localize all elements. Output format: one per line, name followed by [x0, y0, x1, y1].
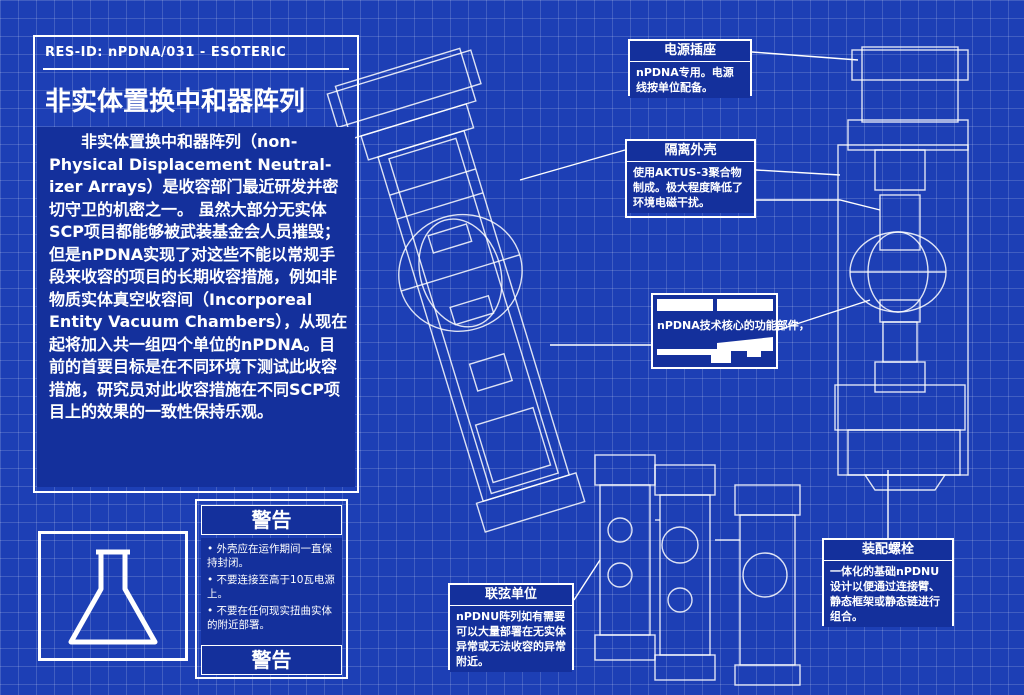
- callout-body: nPDNA专用。电源线按单位配备。: [630, 62, 750, 98]
- res-id-label: RES-ID: nPDNA/031 - ESOTERIC: [45, 45, 287, 60]
- callout-isolation-shell: 隔离外壳 使用AKTUS-3聚合物制成。极大程度降低了环境电磁干扰。: [625, 139, 756, 218]
- warning-item: • 外壳应在运作期间一直保持封闭。: [207, 543, 333, 569]
- warning-panel: 警告 • 外壳应在运作期间一直保持封闭。 • 不要连接至高于10瓦电源上。 • …: [195, 499, 348, 679]
- description-body: 非实体置换中和器阵列（non-Physical Displacement Neu…: [37, 127, 355, 487]
- description-text: 非实体置换中和器阵列（non-Physical Displacement Neu…: [49, 132, 348, 421]
- vertical-unit-drawing: [834, 46, 969, 491]
- warning-title-top: 警告: [201, 505, 342, 535]
- description-panel: RES-ID: nPDNA/031 - ESOTERIC 非实体置换中和器阵列 …: [33, 35, 359, 493]
- warning-title-bottom: 警告: [201, 645, 342, 675]
- callout-linked-unit: 联弦单位 nPDNU阵列如有需要可以大量部署在无实体异常或无法收容的异常附近。: [448, 583, 574, 672]
- callout-body: 使用AKTUS-3聚合物制成。极大程度降低了环境电磁干扰。: [627, 162, 754, 213]
- unit-cluster-drawing: [594, 454, 801, 686]
- callout-title: 隔离外壳: [627, 141, 754, 162]
- warning-item: • 不要在任何现实扭曲实体的附近部署。: [207, 605, 333, 631]
- callout-body: 一体化的基础nPDNU设计以便通过连接臂、静态框架或静态链进行组合。: [824, 561, 952, 627]
- lab-icon-box: [38, 531, 188, 661]
- tilted-unit-drawing: [326, 47, 586, 533]
- callout-title: 装配螺栓: [824, 540, 952, 561]
- warning-list: • 外壳应在运作期间一直保持封闭。 • 不要连接至高于10瓦电源上。 • 不要在…: [201, 538, 342, 648]
- warning-item: • 不要连接至高于10瓦电源上。: [207, 574, 335, 600]
- header-divider: [43, 68, 349, 70]
- flask-icon: [68, 549, 158, 645]
- callout-title: 联弦单位: [450, 585, 572, 606]
- callout-body: nPDNA技术核心的功能部件，: [657, 319, 810, 332]
- callout-assembly-bolt: 装配螺栓 一体化的基础nPDNU设计以便通过连接臂、静态框架或静态链进行组合。: [822, 538, 954, 627]
- callout-title: 电源插座: [630, 41, 750, 62]
- callout-body: nPDNU阵列如有需要可以大量部署在无实体异常或无法收容的异常附近。: [450, 606, 572, 672]
- leader-lines: [519, 51, 889, 601]
- redacted-block: [651, 293, 778, 369]
- callout-tech-core: nPDNA技术核心的功能部件，: [651, 293, 810, 369]
- callout-power-socket: 电源插座 nPDNA专用。电源线按单位配备。: [628, 39, 752, 98]
- page-title: 非实体置换中和器阵列: [45, 87, 306, 117]
